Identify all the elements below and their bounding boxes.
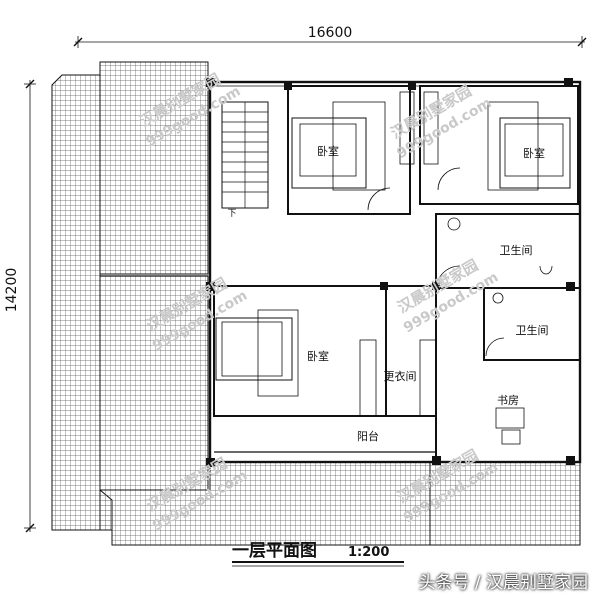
room-label-bedroom-top-right: 卧室	[523, 146, 545, 160]
room-labels: 卧室 卧室 卫生间 卫生间 卧室 更衣间 书房 阳台 下	[227, 144, 548, 443]
footer-credit-bar: 头条号 / 汉晨别墅家园	[0, 558, 600, 600]
dimension-left: 14200	[4, 79, 36, 533]
plan-title: 一层平面图 1:200	[232, 541, 404, 567]
walls	[206, 78, 582, 467]
stair-label: 下	[227, 209, 236, 219]
room-label-bedroom-top-left: 卧室	[317, 144, 339, 158]
height-dimension-label: 14200	[4, 268, 20, 313]
room-label-bedroom-master: 卧室	[307, 349, 329, 363]
room-label-study: 书房	[497, 394, 519, 407]
room-label-bathroom-2: 卫生间	[516, 323, 549, 337]
plan-title-scale: 1:200	[348, 545, 389, 560]
plan-title-main: 一层平面图	[232, 541, 317, 561]
room-label-bathroom-1: 卫生间	[500, 243, 533, 257]
room-label-closet: 更衣间	[384, 369, 417, 383]
roof-tiles	[51, 61, 581, 546]
dimension-top: 16600	[73, 25, 587, 48]
room-label-balcony: 阳台	[357, 429, 379, 443]
width-dimension-label: 16600	[308, 25, 353, 41]
footer-credit: 头条号 / 汉晨别墅家园	[418, 573, 588, 593]
